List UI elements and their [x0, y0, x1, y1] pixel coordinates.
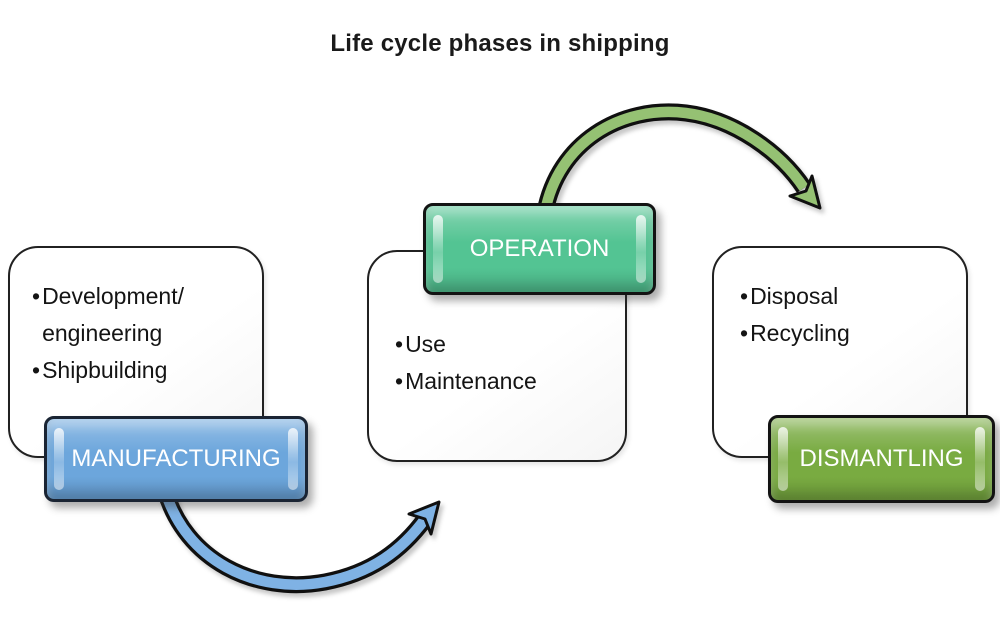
list-item: • Shipbuilding: [32, 352, 248, 389]
phase-label-text: MANUFACTURING: [71, 445, 281, 472]
bullet-icon: •: [395, 368, 404, 394]
bevel-highlight-right-icon: [636, 215, 646, 283]
list-item-text: Use: [405, 331, 446, 357]
diagram-title: Life cycle phases in shipping: [330, 30, 670, 57]
list-item-text: Recycling: [750, 320, 850, 346]
blue-arrowhead-icon: [407, 500, 441, 536]
list-item: • Disposal: [740, 278, 954, 315]
operation-to-dismantling-arrow: [536, 103, 822, 214]
bullet-icon: •: [32, 357, 41, 383]
list-item-text: Shipbuilding: [42, 357, 168, 383]
list-item: • Use: [395, 326, 613, 363]
bullet-icon: •: [740, 283, 749, 309]
bullet-list: • Use • Maintenance: [395, 326, 613, 400]
bevel-highlight-right-icon: [288, 428, 298, 490]
bevel-highlight-left-icon: [433, 215, 443, 283]
phase-label-manufacturing: MANUFACTURING: [44, 416, 308, 502]
list-item-text: Maintenance: [405, 368, 537, 394]
bullet-icon: •: [395, 331, 404, 357]
bullet-list: • Disposal • Recycling: [740, 278, 954, 352]
manufacturing-to-operation-arrow: [156, 487, 441, 594]
bevel-highlight-left-icon: [54, 428, 64, 490]
bevel-highlight-left-icon: [778, 427, 788, 491]
list-item-text: Development/ engineering: [42, 283, 184, 346]
phase-label-operation: OPERATION: [423, 203, 656, 295]
list-item-text: Disposal: [750, 283, 839, 309]
list-item: • Development/ engineering: [32, 278, 248, 352]
phase-label-text: OPERATION: [469, 235, 610, 262]
list-item: • Maintenance: [395, 363, 613, 400]
bullet-list: • Development/ engineering • Shipbuildin…: [32, 278, 248, 389]
bevel-highlight-right-icon: [975, 427, 985, 491]
phase-label-dismantling: DISMANTLING: [768, 415, 995, 503]
green-arrowhead-icon: [788, 174, 822, 210]
bullet-icon: •: [740, 320, 749, 346]
bullet-icon: •: [32, 283, 41, 309]
phase-label-text: DISMANTLING: [799, 445, 964, 472]
list-item: • Recycling: [740, 315, 954, 352]
